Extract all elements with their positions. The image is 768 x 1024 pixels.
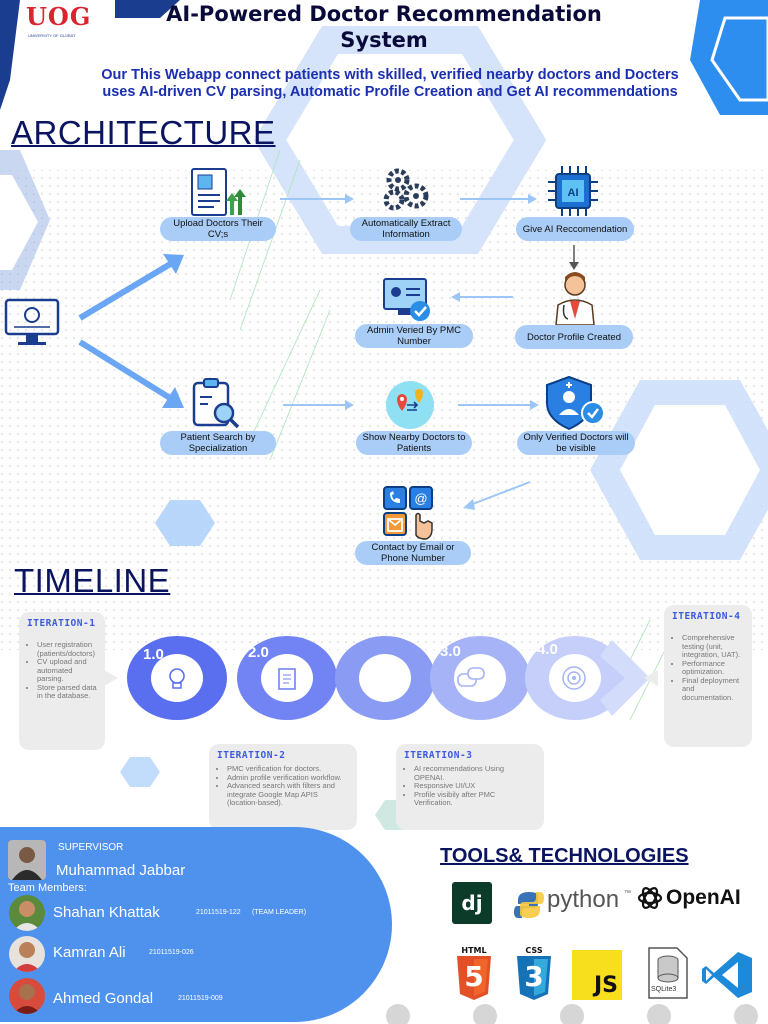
admin-verify-icon [382, 277, 432, 329]
iteration-1-item: User registration (patients/doctors) [37, 640, 97, 658]
node-doctor-profile: Doctor Profile Created [515, 325, 633, 349]
python-trademark: ™ [624, 890, 631, 897]
ai-chip-icon: AI [546, 164, 600, 222]
timeline-number-4: 4.0 [537, 641, 558, 658]
computer-icon [4, 298, 60, 354]
iteration-4-item: Final deployment and documentation. [682, 676, 744, 703]
python-logo [514, 890, 544, 924]
member-id: 21011519-026 [149, 949, 194, 956]
supervisor-name: Muhammad Jabbar [56, 862, 186, 879]
cv-upload-icon [190, 167, 246, 223]
logo-text: UOG [26, 2, 92, 31]
member-avatar [9, 936, 45, 972]
tools-heading: TOOLS& TECHNOLOGIES [440, 845, 689, 867]
lightbulb-icon [164, 666, 190, 696]
css3-number: 3 [524, 960, 544, 993]
sqlite-logo: SQLite3 [645, 946, 689, 1004]
search-clipboard-icon [190, 377, 244, 435]
architecture-heading: ARCHITECTURE [11, 114, 276, 151]
node-nearby-doctors: Show Nearby Doctors to Patients [356, 431, 472, 455]
django-logo: dj [452, 882, 492, 924]
html5-number: 5 [464, 960, 484, 993]
iteration-4-item: Comprehensive testing (unit, integration… [682, 633, 744, 660]
node-contact: Contact by Email or Phone Number [355, 541, 471, 565]
member-name: Ahmed Gondal [53, 990, 154, 1007]
iteration-3-box: ITERATION-3 AI recommendations Using OPE… [396, 744, 544, 830]
iteration-3-item: Responsive UI/UX [414, 781, 536, 791]
subtitle-line-2: uses AI-driven CV parsing, Automatic Pro… [102, 84, 678, 100]
python-logo-text: python [547, 886, 620, 913]
page-title-line2: System [340, 28, 428, 52]
page-subtitle: Our This Webapp connect patients with sk… [70, 67, 710, 101]
university-logo: UOG UNIVERSITY OF GUJRAT [22, 0, 104, 44]
iteration-1-item: Store parsed data in the database. [37, 683, 97, 701]
svg-text:@: @ [414, 491, 427, 506]
gears-icon [380, 166, 430, 216]
subtitle-line-1: Our This Webapp connect patients with sk… [101, 67, 679, 83]
node-ai-recommendation: Give AI Reccomendation [516, 217, 634, 241]
iteration-1-title: ITERATION-1 [27, 618, 96, 629]
logo-subtext: UNIVERSITY OF GUJRAT [28, 33, 76, 38]
iteration-4-title: ITERATION-4 [672, 611, 741, 622]
member-avatar [9, 895, 45, 931]
timeline-number-2: 2.0 [248, 644, 269, 661]
shield-verified-icon [545, 375, 607, 435]
timeline-number-3: 3.0 [440, 643, 461, 660]
target-icon [560, 664, 588, 696]
location-icon [383, 381, 437, 433]
html5-label: HTML [461, 946, 487, 955]
javascript-logo-text: JS [593, 973, 618, 998]
member-id: 21011519-122 [196, 909, 241, 916]
svg-text:AI: AI [568, 187, 579, 199]
django-logo-text: dj [461, 891, 483, 915]
iteration-3-item: AI recommendations Using OPENAI. [414, 764, 536, 782]
iteration-4-item: Performance optimization. [682, 659, 744, 677]
iteration-2-title: ITERATION-2 [217, 750, 286, 761]
member-id: 21011519-009 [178, 995, 223, 1002]
iteration-3-title: ITERATION-3 [404, 750, 473, 761]
openai-logo [636, 884, 664, 916]
doctor-icon [552, 271, 598, 331]
openai-logo-text: OpenAI [666, 886, 741, 909]
timeline-number-1: 1.0 [143, 646, 164, 663]
member-avatar [9, 978, 45, 1014]
page-title: AI-Powered Doctor Recommendation [166, 2, 602, 26]
vscode-logo [700, 950, 754, 1004]
node-admin-verify: Admin Veried By PMC Number [355, 324, 473, 348]
css3-label: CSS [525, 946, 543, 955]
member-name: Kamran Ali [53, 944, 126, 961]
iteration-2-item: Advanced search with filters and integra… [227, 781, 349, 808]
chat-icon [456, 666, 486, 696]
node-verified-visible: Only Verified Doctors will be visible [517, 431, 635, 455]
team-panel [0, 827, 392, 1022]
team-members-label: Team Members: [8, 882, 87, 894]
node-patient-search: Patient Search by Specialization [160, 431, 276, 455]
iteration-2-item: Admin profile verification workflow. [227, 773, 349, 783]
iteration-3-item: Profile visibily after PMC Verification. [414, 790, 536, 808]
javascript-logo: JS [572, 950, 622, 1000]
sqlite-logo-text: SQLite3 [651, 986, 677, 993]
node-extract-info: Automatically Extract Information [350, 217, 462, 241]
contact-icon: @ [382, 485, 438, 545]
member-name: Shahan Khattak [53, 904, 160, 921]
supervisor-avatar [8, 840, 46, 880]
node-upload-cv: Upload Doctors Their CV;s [160, 217, 276, 241]
document-icon [274, 666, 300, 696]
iteration-2-item: PMC verification for doctors. [227, 764, 349, 774]
supervisor-label: SUPERVISOR [58, 842, 124, 853]
iteration-4-box: ITERATION-4 Comprehensive testing (unit,… [664, 605, 752, 747]
iteration-1-box: ITERATION-1 User registration (patients/… [19, 612, 105, 750]
iteration-2-box: ITERATION-2 PMC verification for doctors… [209, 744, 357, 830]
iteration-1-item: CV upload and automated parsing. [37, 657, 97, 684]
member-role: (TEAM LEADER) [252, 909, 307, 916]
timeline-heading: TIMELINE [14, 562, 171, 599]
